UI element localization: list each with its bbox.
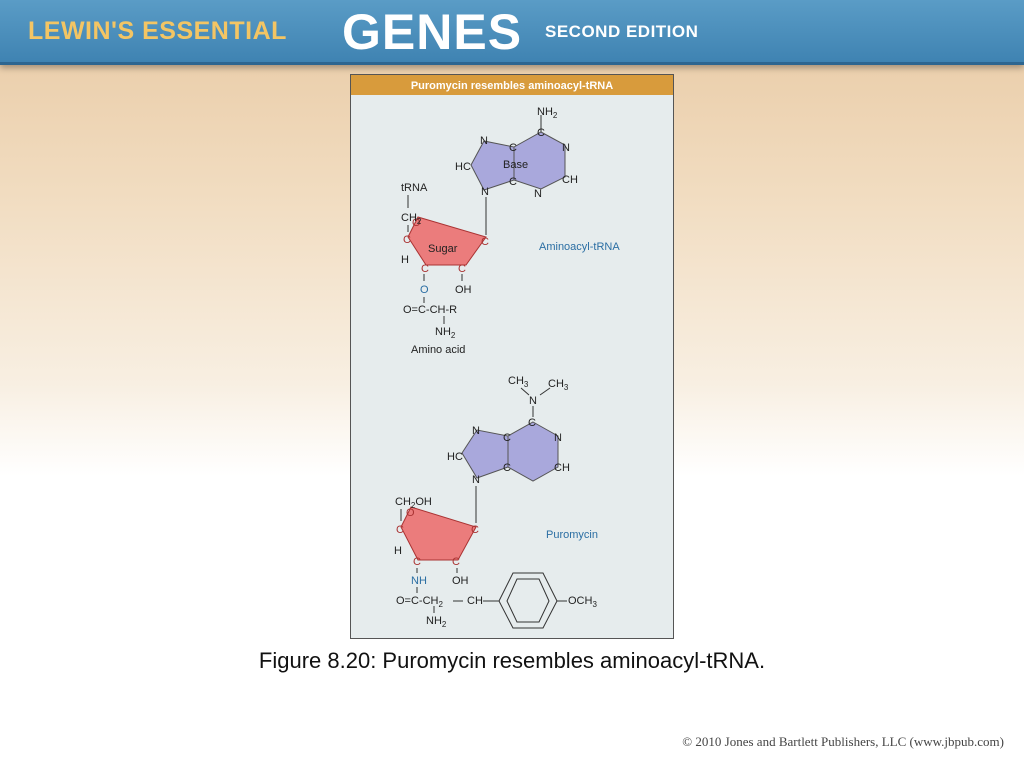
svg-text:C: C	[481, 236, 489, 248]
svg-text:H: H	[401, 254, 409, 266]
figure-title: Puromycin resembles aminoacyl-tRNA	[411, 80, 613, 92]
puromycin-nh2: NH2	[426, 615, 447, 629]
svg-text:C: C	[403, 234, 411, 246]
amide-label: O=C-CH2	[396, 595, 443, 609]
ch3-right: CH3	[548, 378, 569, 392]
svg-text:N: N	[481, 186, 489, 198]
svg-text:C: C	[509, 176, 517, 188]
svg-text:C: C	[509, 142, 517, 154]
svg-text:C: C	[528, 417, 536, 429]
svg-text:CH: CH	[554, 462, 570, 474]
svg-text:CH: CH	[562, 174, 578, 186]
puromycin-five-ring	[461, 429, 509, 479]
puromycin-six-ring	[507, 421, 559, 482]
svg-text:N: N	[529, 395, 537, 407]
slide-header: LEWIN'S ESSENTIAL GENES SECOND EDITION	[0, 0, 1024, 65]
svg-text:C: C	[421, 263, 429, 275]
sugar-label: Sugar	[428, 243, 458, 255]
ch3-left: CH3	[508, 375, 529, 389]
svg-text:N: N	[554, 432, 562, 444]
aminoacyl-trna-label: Aminoacyl-tRNA	[539, 241, 620, 253]
svg-text:N: N	[534, 188, 542, 200]
amino-nh2: NH2	[435, 326, 456, 340]
copyright-notice: © 2010 Jones and Bartlett Publishers, LL…	[682, 734, 1004, 749]
svg-text:C: C	[452, 556, 460, 568]
ch2-label: CH2	[401, 212, 422, 226]
series-prefix: LEWIN'S ESSENTIAL	[28, 17, 287, 45]
edition-label: SECOND EDITION	[545, 22, 699, 41]
puromycin-nh: NH	[411, 575, 427, 587]
svg-text:N: N	[480, 135, 488, 147]
figure-panel: Puromycin resembles aminoacyl-tRNA NH2 C…	[350, 74, 674, 639]
base-nh2: NH2	[537, 106, 558, 120]
svg-text:OH: OH	[452, 575, 469, 587]
svg-text:N: N	[472, 474, 480, 486]
sugar-ring	[407, 216, 487, 266]
amino-acid-label: Amino acid	[411, 344, 465, 356]
puromycin-label: Puromycin	[546, 529, 598, 541]
svg-text:C: C	[458, 263, 466, 275]
svg-text:N: N	[562, 142, 570, 154]
svg-text:N: N	[472, 425, 480, 437]
ch-label: CH	[467, 595, 483, 607]
svg-text:HC: HC	[447, 451, 463, 463]
svg-text:C: C	[396, 524, 404, 536]
och3-label: OCH3	[568, 595, 597, 609]
svg-text:C: C	[413, 556, 421, 568]
ch2oh-label: CH2OH	[395, 496, 432, 510]
svg-text:O: O	[420, 284, 429, 296]
svg-text:OH: OH	[455, 284, 472, 296]
svg-text:O: O	[406, 507, 415, 519]
base-label: Base	[503, 159, 528, 171]
figure-title-bar	[351, 75, 673, 95]
svg-text:C: C	[503, 432, 511, 444]
puromycin-sugar-ring	[400, 506, 477, 561]
svg-text:C: C	[471, 524, 479, 536]
svg-text:C: C	[537, 127, 545, 139]
ester-label: O=C-CH-R	[403, 304, 457, 316]
svg-text:O: O	[412, 217, 421, 229]
chemical-structures-diagram: Puromycin resembles aminoacyl-tRNA NH2 C…	[351, 75, 673, 629]
base-five-ring	[470, 140, 515, 191]
figure-caption: Figure 8.20: Puromycin resembles aminoac…	[258, 648, 766, 673]
series-name: GENES	[342, 4, 523, 60]
trna-label: tRNA	[401, 182, 428, 194]
svg-text:H: H	[394, 545, 402, 557]
svg-text:C: C	[503, 462, 511, 474]
svg-text:HC: HC	[455, 161, 471, 173]
